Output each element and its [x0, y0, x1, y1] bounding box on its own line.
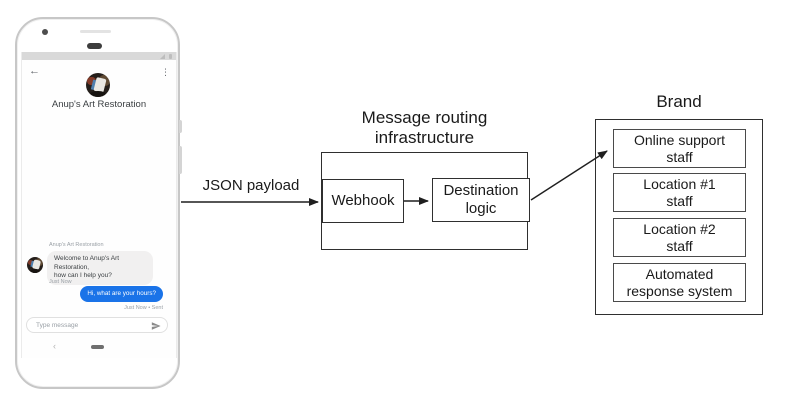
brand-item-online-support: Online support staff	[613, 129, 746, 168]
speaker-slot	[87, 43, 102, 49]
message-input[interactable]	[36, 319, 141, 331]
outgoing-timestamp: Just Now • Sent	[124, 305, 163, 311]
webhook-box: Webhook	[322, 179, 404, 223]
phone-mockup: ← ⋮ Anup's Art Restoration Anup's Art Re…	[15, 17, 182, 389]
brand-item-location-1: Location #1 staff	[613, 173, 746, 212]
json-payload-label: JSON payload	[202, 177, 300, 194]
message-composer	[26, 317, 168, 333]
send-icon[interactable]	[151, 321, 161, 331]
brand-box: Online support staff Location #1 staff L…	[595, 119, 763, 315]
outgoing-message-bubble: Hi, what are your hours?	[80, 286, 163, 302]
sender-label: Anup's Art Restoration	[49, 242, 104, 248]
business-avatar	[86, 73, 110, 97]
volume-button	[179, 146, 182, 174]
power-button	[179, 120, 182, 133]
brand-item-location-2: Location #2 staff	[613, 218, 746, 257]
front-camera	[42, 29, 48, 35]
brand-title: Brand	[656, 92, 702, 111]
routing-infrastructure-title: Message routing infrastructure	[361, 108, 488, 147]
message-avatar	[27, 257, 43, 273]
brand-item-automated-response: Automated response system	[613, 263, 746, 302]
signal-icon	[160, 53, 165, 59]
incoming-timestamp: Just Now	[49, 279, 72, 285]
earpiece-speaker	[80, 30, 111, 33]
destination-logic-box: Destination logic	[432, 178, 530, 222]
phone-screen: ← ⋮ Anup's Art Restoration Anup's Art Re…	[21, 52, 177, 358]
overflow-menu-icon[interactable]: ⋮	[161, 67, 170, 77]
back-icon[interactable]: ←	[29, 65, 40, 77]
nav-back-icon[interactable]: ‹	[53, 341, 56, 351]
battery-icon	[169, 53, 172, 59]
nav-home-icon[interactable]	[91, 345, 104, 349]
status-bar	[22, 52, 176, 60]
incoming-message-bubble: Welcome to Anup's Art Restoration, how c…	[47, 251, 153, 285]
conversation-title: Anup's Art Restoration	[51, 99, 147, 110]
